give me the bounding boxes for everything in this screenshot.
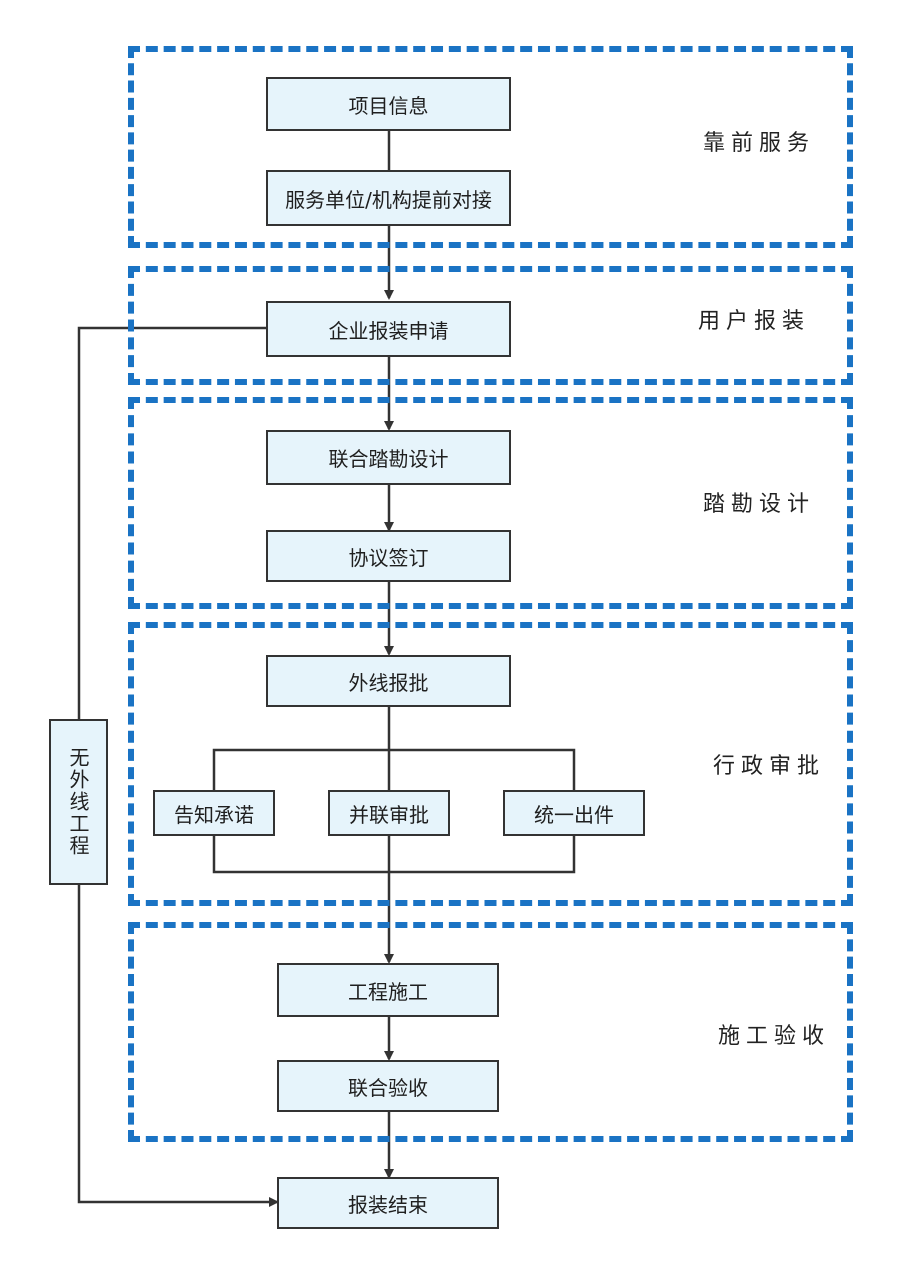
stage-box-admin-approval: [128, 622, 853, 906]
connector-merge-bar: [212, 836, 576, 874]
stage-label-admin-approval: 行政审批: [713, 754, 826, 779]
connector-split-bar: [212, 748, 576, 790]
stage-box-survey-design: [128, 397, 853, 609]
node-enterprise-apply: 企业报装申请: [266, 301, 511, 357]
arrow-bypass-to-end: [77, 885, 279, 1207]
stage-box-user-application: [128, 266, 853, 385]
connector-bypass-top: [77, 326, 266, 719]
node-joint-acceptance: 联合验收: [277, 1060, 499, 1112]
stage-box-construction-acceptance: [128, 922, 853, 1142]
node-parallel-approval: 并联审批: [328, 790, 450, 836]
stage-box-early-service: [128, 46, 853, 248]
node-unified-issue: 统一出件: [503, 790, 645, 836]
stage-label-early-service: 靠前服务: [703, 131, 816, 156]
node-external-approval: 外线报批: [266, 655, 511, 707]
stage-label-survey-design: 踏勘设计: [703, 492, 816, 517]
node-project-info: 项目信息: [266, 77, 511, 131]
node-notify-commit: 告知承诺: [153, 790, 275, 836]
node-construction: 工程施工: [277, 963, 499, 1017]
node-no-external-line: 无外线工程: [49, 719, 108, 885]
stage-label-construction-acceptance: 施工验收: [718, 1024, 831, 1049]
node-install-end: 报装结束: [277, 1177, 499, 1229]
node-service-docking: 服务单位/机构提前对接: [266, 170, 511, 226]
stage-label-user-application: 用户报装: [698, 309, 811, 334]
node-joint-survey: 联合踏勘设计: [266, 430, 511, 485]
node-agreement: 协议签订: [266, 530, 511, 582]
